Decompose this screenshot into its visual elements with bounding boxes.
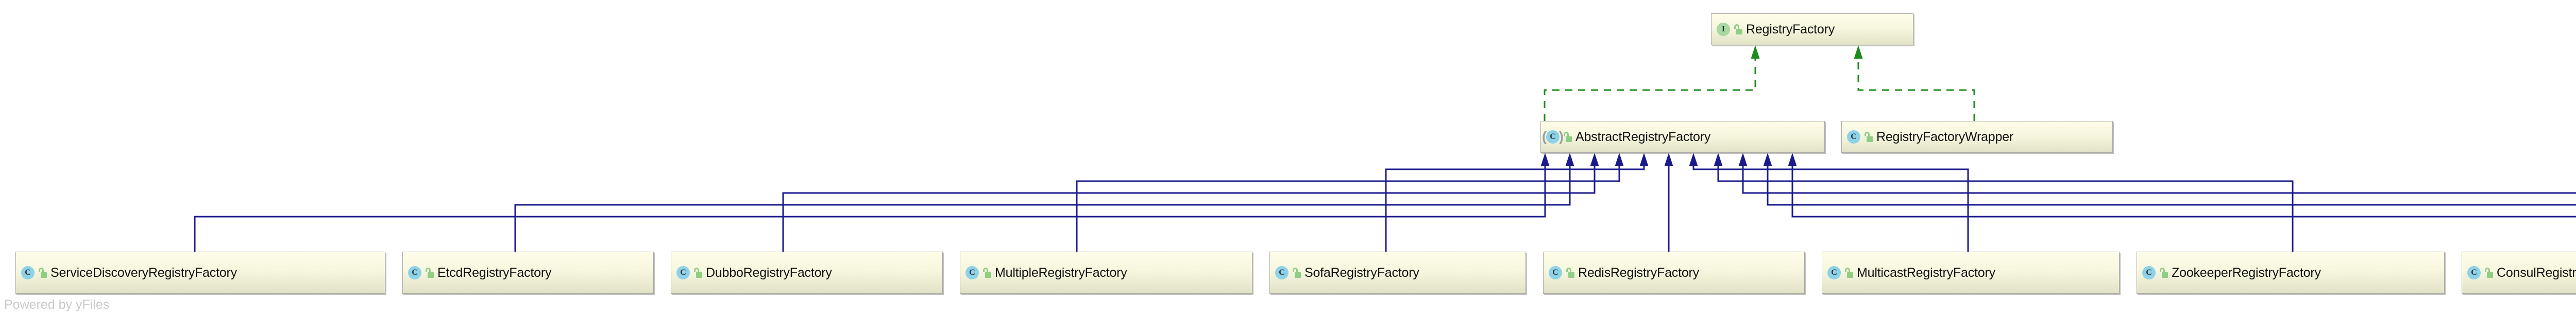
class-node-service-discovery-registry-factory[interactable]: C ServiceDiscoveryRegistryFactory — [15, 252, 385, 294]
unlocked-padlock-icon — [1844, 268, 1853, 278]
realization-arrowhead-registry-factory-wrapper — [1854, 45, 1863, 59]
class-node-label: DubboRegistryFactory — [706, 265, 832, 280]
class-node-multicast-registry-factory[interactable]: C MulticastRegistryFactory — [1822, 252, 2120, 294]
class-icon: C — [1275, 266, 1289, 279]
generalization-edge-zookeeper-registry-factory — [1717, 166, 2294, 252]
generalization-edge-nacos-registry-factory — [1791, 166, 2576, 218]
class-node-registry-factory[interactable]: I RegistryFactory — [1711, 13, 1913, 45]
generalization-arrowhead-redis-registry-factory — [1664, 153, 1673, 166]
class-icon: C — [408, 266, 421, 279]
class-node-content: C MultipleRegistryFactory — [965, 266, 1127, 280]
class-node-label: ZookeeperRegistryFactory — [2172, 265, 2321, 280]
realization-arrowhead-abstract-registry-factory — [1751, 45, 1760, 59]
generalization-edge-sofa-registry-factory — [1385, 166, 1645, 252]
unlocked-padlock-icon — [1563, 132, 1572, 142]
class-node-content: C ZookeeperRegistryFactory — [2142, 266, 2321, 280]
generalization-edge-consul-registry-factory — [1742, 166, 2576, 194]
class-icon: C — [1847, 130, 1860, 144]
class-node-label: SofaRegistryFactory — [1304, 265, 1419, 280]
generalization-arrowhead-sofa-registry-factory — [1639, 153, 1649, 166]
class-icon: C — [2467, 266, 2481, 279]
class-node-content: C AbstractRegistryFactory — [1546, 130, 1710, 145]
unlocked-padlock-icon — [2484, 268, 2493, 278]
generalization-arrowhead-service-discovery-registry-factory — [1540, 153, 1550, 166]
class-node-label: EtcdRegistryFactory — [437, 265, 552, 280]
class-node-consul-registry-factory[interactable]: C ConsulRegistryFactory — [2462, 252, 2576, 294]
class-node-etcd-registry-factory[interactable]: C EtcdRegistryFactory — [402, 252, 654, 294]
class-icon: C — [2142, 266, 2156, 279]
class-node-label: MulticastRegistryFactory — [1857, 265, 1995, 280]
class-icon: C — [1827, 266, 1841, 279]
generalization-edge-abstract-registry-factory-deprecated — [1767, 166, 2576, 206]
class-node-zookeeper-registry-factory[interactable]: C ZookeeperRegistryFactory — [2137, 252, 2445, 294]
class-node-content: C ConsulRegistryFactory — [2467, 266, 2576, 280]
class-node-label: MultipleRegistryFactory — [995, 265, 1127, 280]
generalization-arrowhead-multicast-registry-factory — [1689, 153, 1698, 166]
abstract-class-icon: C — [1546, 130, 1560, 144]
class-icon: C — [1549, 266, 1562, 279]
interface-icon: I — [1717, 23, 1730, 36]
class-node-content: C RegistryFactoryWrapper — [1847, 130, 2013, 145]
generalization-arrowhead-dubbo-registry-factory — [1590, 153, 1599, 166]
unlocked-padlock-icon — [1864, 132, 1873, 142]
generalization-edge-multiple-registry-factory — [1076, 166, 1620, 252]
generalization-arrowhead-multiple-registry-factory — [1615, 153, 1624, 166]
class-node-content: C DubboRegistryFactory — [676, 266, 832, 280]
unlocked-padlock-icon — [1566, 268, 1574, 278]
realization-edge-registry-factory-wrapper — [1857, 59, 1975, 121]
unlocked-padlock-icon — [425, 268, 434, 278]
yfiles-credit: Powered by yFiles — [4, 297, 110, 312]
generalization-edge-service-discovery-registry-factory — [194, 166, 1546, 252]
class-node-redis-registry-factory[interactable]: C RedisRegistryFactory — [1543, 252, 1805, 294]
class-node-label: RedisRegistryFactory — [1578, 265, 1699, 280]
realization-edge-abstract-registry-factory — [1544, 59, 1756, 121]
class-node-registry-factory-wrapper[interactable]: C RegistryFactoryWrapper — [1841, 121, 2113, 153]
unlocked-padlock-icon — [2159, 268, 2168, 278]
class-node-dubbo-registry-factory[interactable]: C DubboRegistryFactory — [671, 252, 943, 294]
generalization-arrowhead-abstract-registry-factory-deprecated — [1763, 153, 1772, 166]
generalization-arrowhead-etcd-registry-factory — [1565, 153, 1574, 166]
class-node-content: I RegistryFactory — [1717, 22, 1835, 37]
class-node-label: AbstractRegistryFactory — [1575, 129, 1711, 144]
class-node-content: C RedisRegistryFactory — [1549, 266, 1699, 280]
class-icon: C — [21, 266, 35, 279]
class-node-abstract-registry-factory[interactable]: C AbstractRegistryFactory — [1540, 121, 1825, 153]
generalization-edge-etcd-registry-factory — [514, 166, 1571, 252]
generalization-arrowhead-nacos-registry-factory — [1788, 153, 1797, 166]
class-node-label: RegistryFactoryWrapper — [1876, 129, 2014, 144]
generalization-edge-dubbo-registry-factory — [782, 166, 1596, 252]
class-node-label: ConsulRegistryFactory — [2497, 265, 2576, 280]
class-node-sofa-registry-factory[interactable]: C SofaRegistryFactory — [1269, 252, 1526, 294]
unlocked-padlock-icon — [1734, 24, 1742, 34]
unlocked-padlock-icon — [982, 268, 991, 278]
class-node-label: RegistryFactory — [1746, 22, 1835, 37]
unlocked-padlock-icon — [1292, 268, 1301, 278]
generalization-arrowhead-consul-registry-factory — [1738, 153, 1748, 166]
generalization-edge-multicast-registry-factory — [1692, 166, 1969, 252]
class-node-content: C SofaRegistryFactory — [1275, 266, 1419, 280]
class-node-multiple-registry-factory[interactable]: C MultipleRegistryFactory — [960, 252, 1252, 294]
unlocked-padlock-icon — [693, 268, 702, 278]
generalization-arrowhead-zookeeper-registry-factory — [1714, 153, 1723, 166]
unlocked-padlock-icon — [38, 268, 47, 278]
class-node-content: C ServiceDiscoveryRegistryFactory — [21, 266, 237, 280]
class-icon: C — [676, 266, 690, 279]
class-node-label: ServiceDiscoveryRegistryFactory — [50, 265, 237, 280]
class-node-content: C EtcdRegistryFactory — [408, 266, 551, 280]
class-icon: C — [965, 266, 979, 279]
class-node-content: C MulticastRegistryFactory — [1827, 266, 1995, 280]
